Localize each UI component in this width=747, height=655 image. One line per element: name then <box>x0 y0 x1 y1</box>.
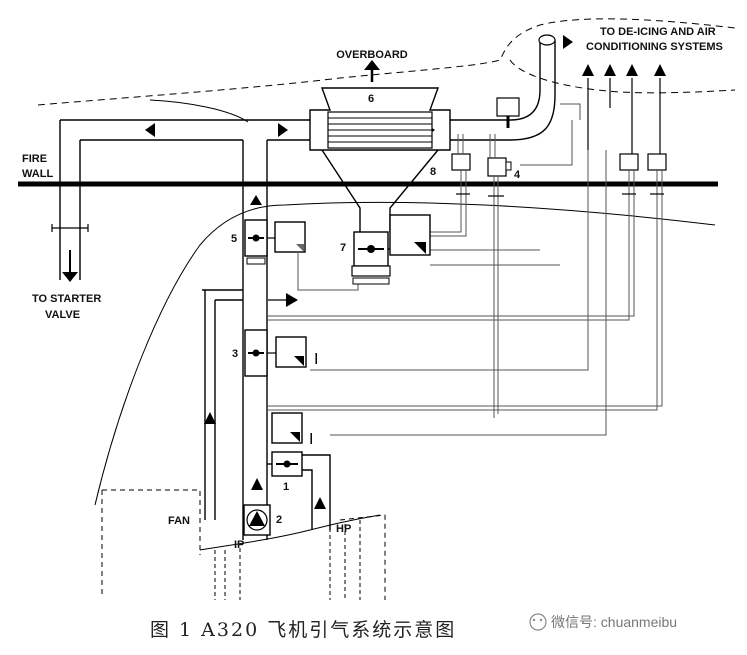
nacelle-outline-upper <box>509 59 736 94</box>
fan-label: FAN <box>168 515 190 527</box>
starter-arrow-down <box>62 272 78 282</box>
sensor-8 <box>451 153 471 171</box>
sense-lines <box>268 103 663 436</box>
ip-label: IP <box>234 539 244 551</box>
hp-label: HP <box>336 523 351 535</box>
deicing-label-1: TO DE-ICING AND AIR <box>600 26 716 38</box>
deicing-label-2: CONDITIONING SYSTEMS <box>586 41 723 53</box>
component-4-number: 4 <box>514 169 521 181</box>
outlet-duct-end <box>538 34 556 46</box>
precooler-outlet-duct <box>450 40 556 141</box>
nacelle-curve-left <box>149 99 249 123</box>
upper-duct <box>60 119 310 141</box>
figure-caption: 图 1 A320 飞机引气系统示意图 <box>150 619 456 641</box>
starter-label-1: TO STARTER <box>32 293 101 305</box>
core-casing <box>101 489 201 595</box>
hp-cursor: I <box>309 431 313 448</box>
fan-duct <box>202 289 243 520</box>
precooler-fins <box>328 117 432 143</box>
cowling-curve <box>94 201 716 506</box>
valve-5-arrow <box>250 195 262 205</box>
component-6-number: 6 <box>368 93 374 105</box>
fan-arrow-up <box>204 412 216 424</box>
starter-label-2: VALVE <box>45 309 80 321</box>
component-1-number: 1 <box>283 481 289 493</box>
turbine-stages <box>214 520 361 600</box>
precooler-body <box>309 87 451 151</box>
component-8-number: 8 <box>430 166 436 178</box>
sensor-right-2 <box>647 153 667 171</box>
deicing-arrows <box>563 35 666 155</box>
component-7-number: 7 <box>340 242 346 254</box>
fire-wall-label-2: WALL <box>22 168 53 180</box>
svg-text:微信号: chuanmeibu: 微信号: chuanmeibu <box>551 614 677 630</box>
flow-arrow-left <box>145 123 155 137</box>
overboard-arrow <box>364 60 380 70</box>
top-sensor <box>496 97 520 117</box>
overboard-label: OVERBOARD <box>336 49 408 61</box>
core-casing-right <box>339 514 386 600</box>
ip-arrow <box>251 478 263 490</box>
flow-arrow-right-1 <box>278 123 288 137</box>
core-outline <box>199 514 381 551</box>
fan-arrow-1 <box>286 293 298 307</box>
valve-3-cursor: I <box>314 351 318 368</box>
component-2-number: 2 <box>276 514 282 526</box>
component-3-number: 3 <box>232 348 238 360</box>
hp-duct <box>302 454 331 530</box>
sensor-right-1 <box>619 153 639 171</box>
hp-arrow <box>314 497 326 509</box>
nacelle-outline-top <box>37 18 736 106</box>
firewall-valves <box>456 193 664 197</box>
fire-wall-label-1: FIRE <box>22 153 47 165</box>
starter-duct <box>59 120 81 280</box>
component-5-number: 5 <box>231 233 237 245</box>
sensor-4 <box>487 157 507 177</box>
wechat-watermark: 微信号: chuanmeibu <box>529 613 677 631</box>
